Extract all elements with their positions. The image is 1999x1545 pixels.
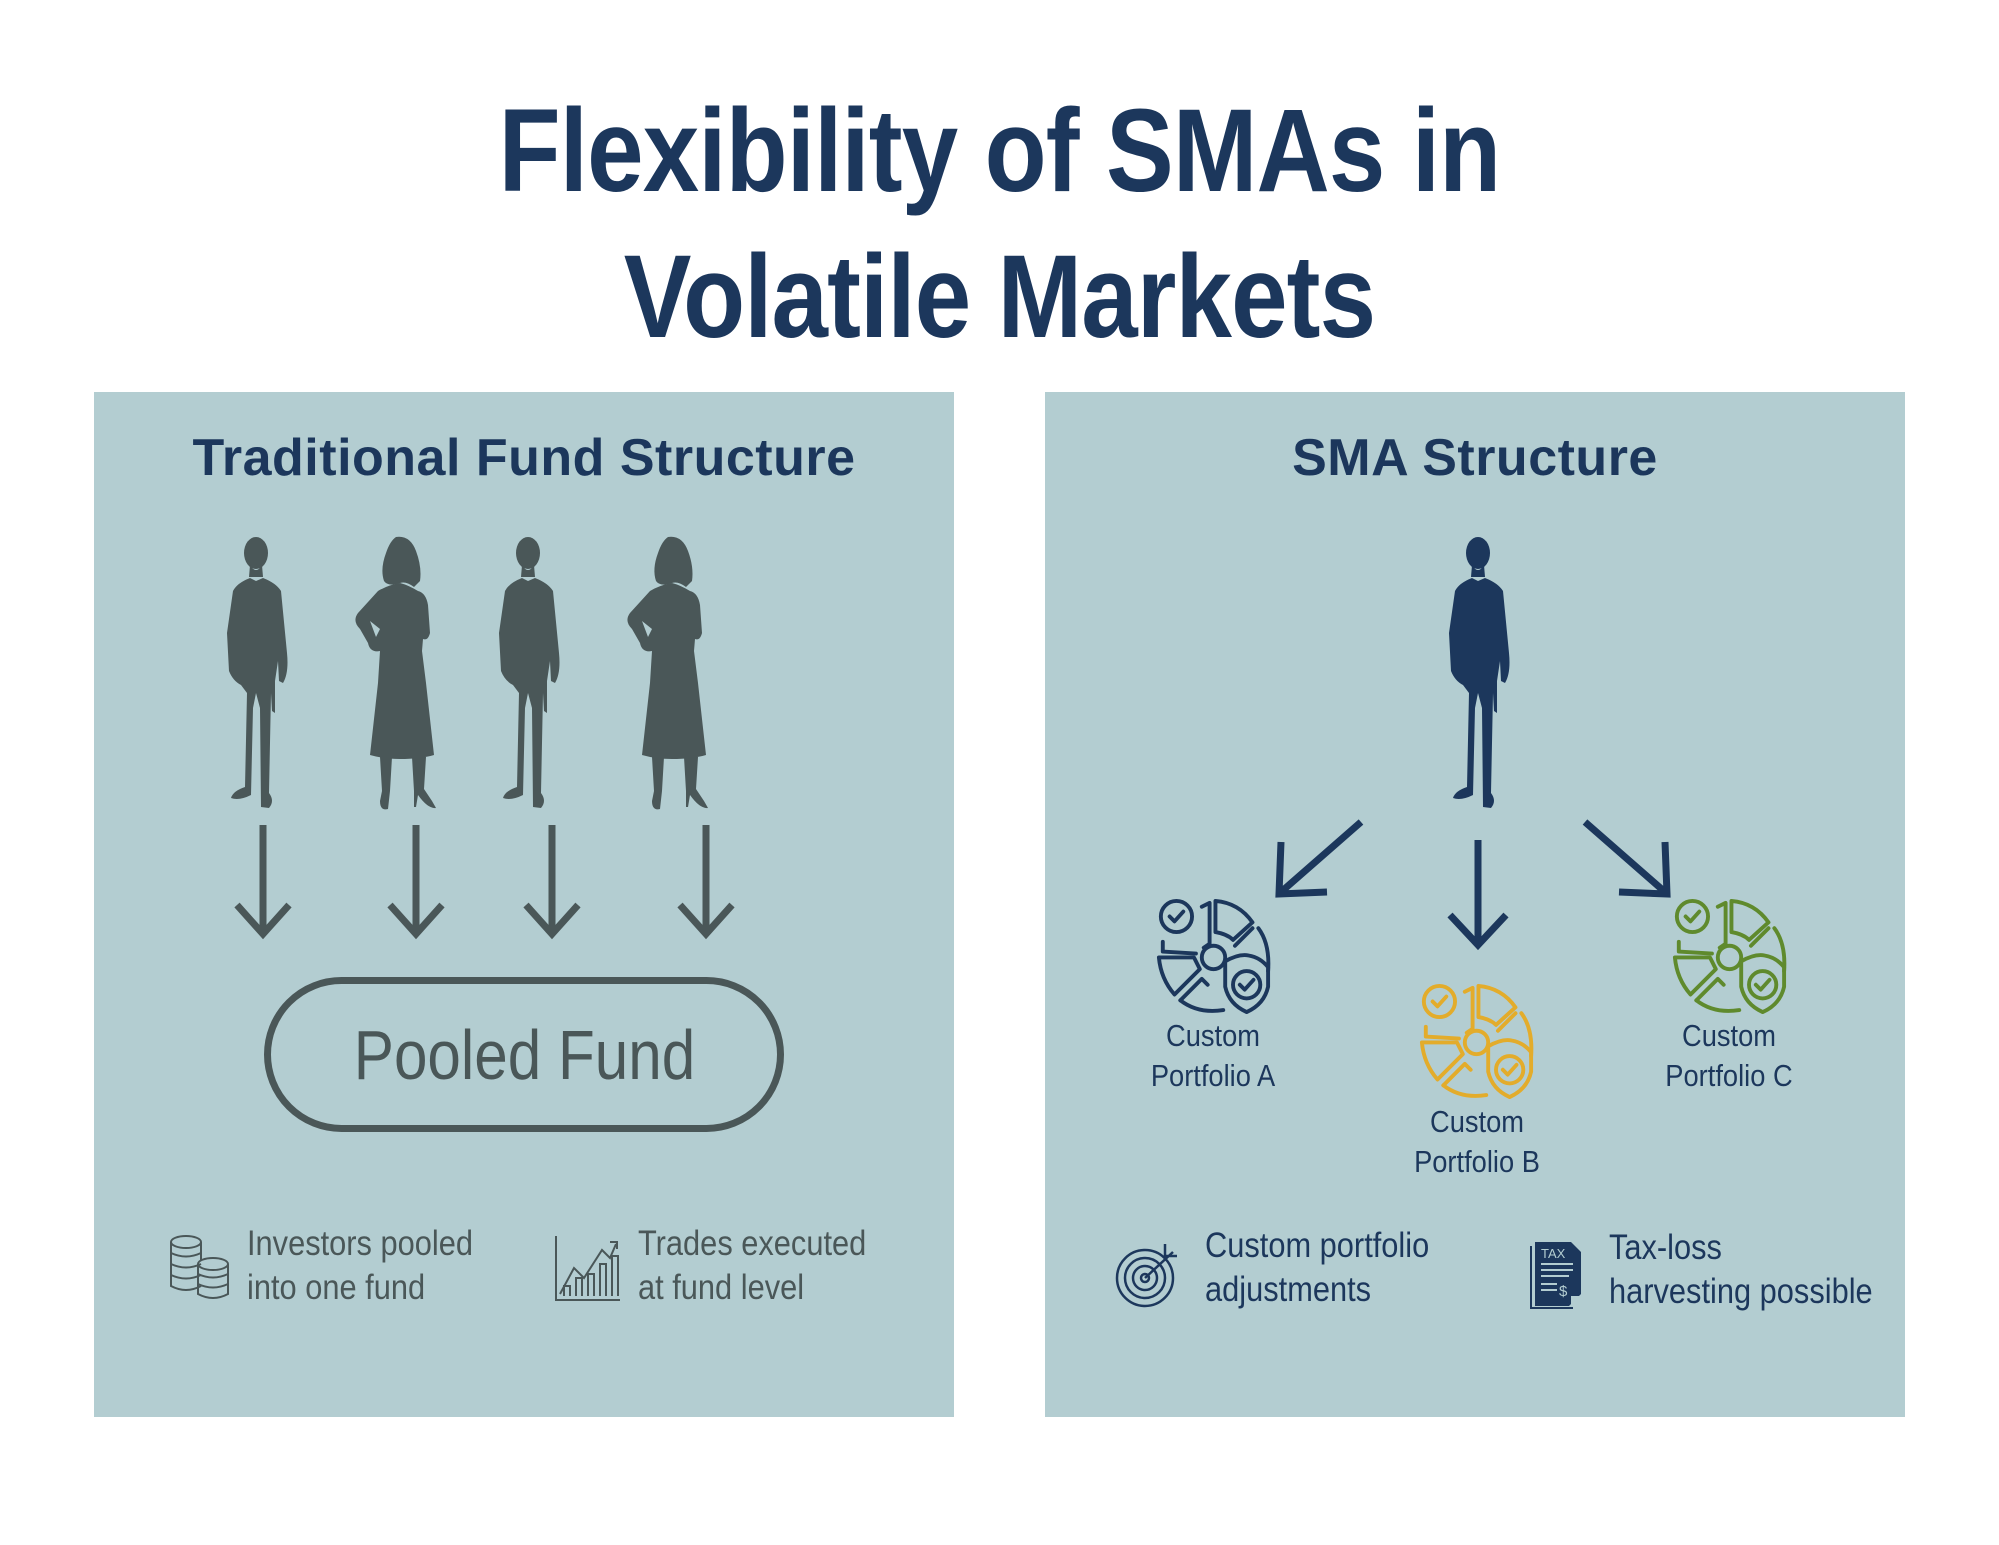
arrow-down-icon [1447, 840, 1509, 951]
feature-text: Tax-loss harvesting possible [1609, 1228, 1873, 1311]
portfolio-a-icon [1155, 897, 1272, 1014]
portfolio-c-icon [1671, 897, 1788, 1014]
coin-stack-icon [170, 1235, 229, 1299]
feature-text: Custom portfolio adjustments [1205, 1226, 1430, 1309]
pooled-fund-label: Pooled Fund [353, 1015, 695, 1094]
title-line-2: Volatile Markets [623, 231, 1376, 363]
traditional-fund-panel: Traditional Fund Structure Pooled Fund I… [94, 392, 954, 1417]
title-line-1: Flexibility of SMAs in [498, 85, 1501, 217]
feature-text: Trades executed at fund level [638, 1224, 867, 1307]
portfolio-b-label: Custom Portfolio B [1414, 1104, 1540, 1179]
target-icon [1115, 1244, 1177, 1308]
growth-chart-icon [555, 1236, 620, 1301]
page-title: Flexibility of SMAs in Volatile Markets [0, 78, 1999, 370]
traditional-fund-heading: Traditional Fund Structure [192, 429, 856, 487]
feature-trades-fund-level: Trades executed at fund level [554, 1224, 897, 1310]
pooled-fund-box: Pooled Fund [264, 977, 784, 1132]
feature-text: Investors pooled into one fund [247, 1224, 474, 1307]
feature-custom-adjustments: Custom portfolio adjustments [1115, 1226, 1460, 1312]
sma-heading: SMA Structure [1292, 429, 1658, 487]
arrow-down-right-icon [1582, 819, 1671, 898]
branch-arrows [1275, 819, 1671, 951]
svg-text:$: $ [1559, 1283, 1568, 1300]
feature-tax-loss-harvesting: TAX $ Tax-loss harvesting possible [1529, 1228, 1909, 1314]
portfolio-a-label: Custom Portfolio A [1150, 1018, 1276, 1093]
arrow-down-icon [234, 825, 735, 940]
sma-panel: SMA Structure Custom Portfolio A Custom … [1045, 392, 1905, 1417]
svg-text:TAX: TAX [1541, 1246, 1566, 1261]
arrow-down-left-icon [1275, 819, 1364, 898]
feature-investors-pooled: Investors pooled into one fund [169, 1224, 504, 1310]
portfolio-b-icon [1418, 982, 1535, 1099]
portfolio-c-label: Custom Portfolio C [1665, 1018, 1793, 1093]
tax-document-icon: TAX $ [1530, 1242, 1581, 1309]
